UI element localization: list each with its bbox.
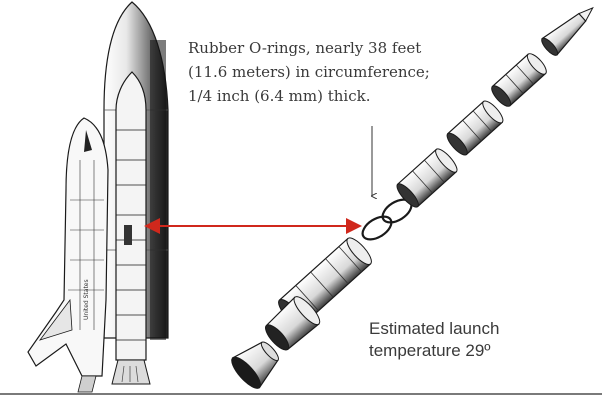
orbiter: United States xyxy=(27,117,109,393)
center-segment-1 xyxy=(446,100,504,156)
temperature-annotation-line-2: temperature 29º xyxy=(369,341,491,360)
forward-segment xyxy=(491,53,547,107)
nozzle-segment xyxy=(231,341,279,389)
orbiter-label: United States xyxy=(83,279,90,320)
oring-annotation: Rubber O-rings, nearly 38 feet (11.6 met… xyxy=(188,36,488,108)
o-ring-lower xyxy=(361,215,393,241)
nose-cone-segment xyxy=(541,6,594,56)
solid-rocket-booster-segments xyxy=(231,6,594,389)
aft-skirt-segment xyxy=(265,296,321,351)
oring-annotation-line-2: (11.6 meters) in circumference; xyxy=(188,63,430,81)
space-shuttle-drawing: United States xyxy=(27,1,169,393)
oring-annotation-line-3: 1/4 inch (6.4 mm) thick. xyxy=(188,87,371,105)
temperature-annotation-line-1: Estimated launch xyxy=(369,319,500,338)
solid-rocket-booster xyxy=(111,71,151,385)
temperature-annotation: Estimated launch temperature 29º xyxy=(369,318,499,362)
bottom-divider xyxy=(0,393,602,395)
oring-annotation-line-1: Rubber O-rings, nearly 38 feet xyxy=(188,39,422,57)
center-segment-2 xyxy=(396,148,458,208)
